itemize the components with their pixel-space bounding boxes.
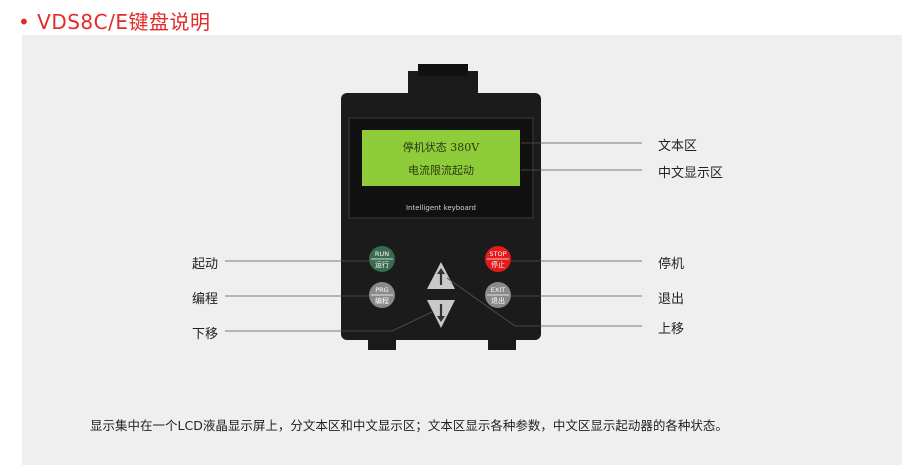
arrow-down-icon (437, 316, 445, 322)
leader-down (225, 311, 433, 332)
label-chinese-area: 中文显示区 (658, 166, 724, 181)
stop-button[interactable]: STOP 停止 (485, 246, 511, 272)
brand-label: Intelligent keyboard (406, 204, 476, 212)
label-down: 下移 (192, 327, 219, 342)
leader-up (446, 277, 642, 327)
prg-button[interactable]: PRG 编程 (369, 282, 395, 308)
arrow-up-icon (437, 268, 445, 274)
label-text-area: 文本区 (658, 139, 698, 154)
prg-key-top: PRG (375, 286, 388, 294)
exit-key-top: EXIT (491, 286, 505, 294)
label-stop: 停机 (658, 257, 685, 272)
label-exit: 退出 (658, 292, 685, 307)
up-arrow-button[interactable] (427, 262, 455, 289)
description-caption: 显示集中在一个LCD液晶显示屏上，分文本区和中文显示区；文本区显示各种参数，中文… (90, 418, 728, 433)
down-arrow-button[interactable] (427, 300, 455, 328)
label-program: 编程 (192, 292, 219, 307)
top-connector-inner (418, 64, 468, 76)
lcd-screen (362, 130, 520, 186)
label-start: 起动 (192, 257, 219, 272)
exit-key-bottom: 退出 (491, 296, 505, 305)
run-key-bottom: 运行 (375, 260, 389, 269)
prg-key-bottom: 编程 (375, 296, 389, 305)
stop-key-bottom: 停止 (491, 260, 505, 269)
label-up: 上移 (658, 322, 685, 337)
exit-button[interactable]: EXIT 退出 (485, 282, 511, 308)
run-button[interactable]: RUN 运行 (369, 246, 395, 272)
lcd-line-1: 停机状态 380V (403, 140, 480, 154)
run-key-top: RUN (375, 250, 389, 258)
lcd-line-2: 电流限流起动 (408, 163, 474, 177)
stop-key-top: STOP (489, 250, 506, 258)
page-title: • VDS8C/E键盘说明 (18, 10, 211, 34)
